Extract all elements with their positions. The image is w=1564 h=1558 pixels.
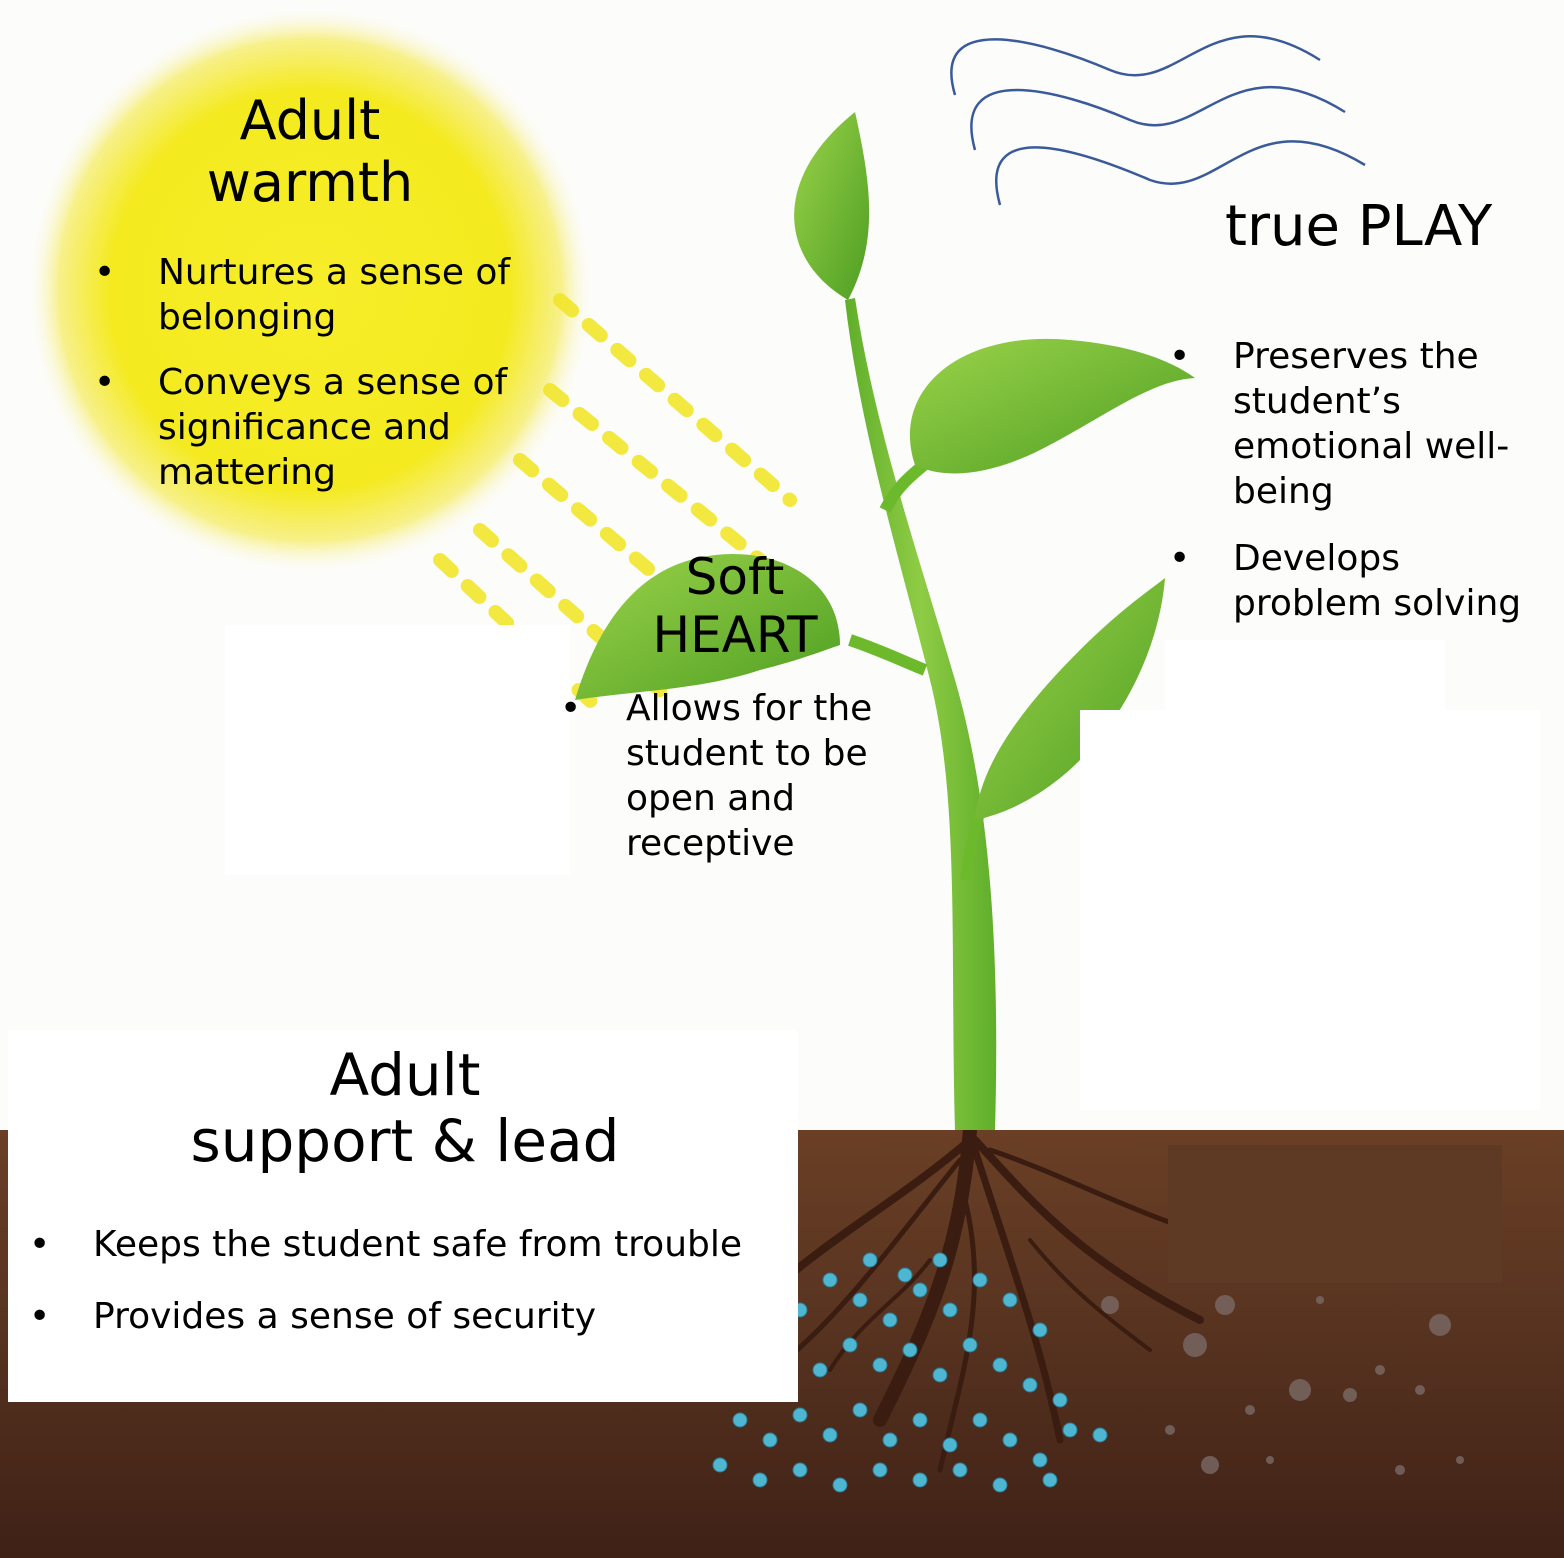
heart-title-line1: Soft [685,548,785,606]
play-bullets: • Preserves the student’s emotional well… [1165,334,1555,626]
heart-bullet-1-line3: open and [626,778,796,819]
support-bullet-2: • Provides a sense of security [25,1294,795,1339]
play-bullet-1-line4: being [1233,471,1334,512]
play-bullet-2: • Develops problem solving [1165,536,1555,626]
soil-particles [1101,1295,1464,1475]
warmth-bullet-1-line1: Nurtures a sense of [158,252,511,293]
warmth-title-line1: Adult [239,89,381,152]
play-bullet-1-line2: student’s [1233,381,1401,422]
bullet-dot: • [94,252,116,293]
warmth-bullet-1-line2: belonging [158,297,337,338]
heart-bullets: • Allows for the student to be open and … [558,686,898,866]
play-bullet-1: • Preserves the student’s emotional well… [1165,334,1555,514]
stem [845,298,997,1130]
wind-lines [950,35,1366,206]
warmth-bullet-2: • Conveys a sense of significance and ma… [90,360,540,495]
warmth-title-line2: warmth [206,151,414,214]
bullet-dot: • [29,1224,51,1265]
play-title: true PLAY [1225,194,1493,259]
leaf-top [794,112,870,300]
leaf-right-upper [909,338,1195,474]
bullet-dot: • [94,362,116,403]
warmth-bullet-2-line1: Conveys a sense of [158,362,508,403]
play-bullet-1-line1: Preserves the [1233,336,1479,377]
play-bullet-2-line1: Develops [1233,538,1400,579]
heart-title: Soft HEART [620,548,850,664]
heart-bullet-1-line2: student to be [626,733,868,774]
warmth-bullet-2-line3: mattering [158,452,336,493]
support-bullet-1-text: Keeps the student safe from trouble [93,1224,743,1265]
leaf-right-lower [975,578,1165,820]
mask-box-right-upper [1165,640,1445,720]
heart-title-line2: HEART [652,606,818,664]
support-bullet-1: • Keeps the student safe from trouble [25,1222,795,1267]
heart-bullet-1: • Allows for the student to be open and … [558,686,898,866]
bullet-dot: • [1169,538,1191,579]
warmth-bullets: • Nurtures a sense of belonging • Convey… [90,250,540,495]
bullet-dot: • [560,688,582,729]
mask-box-support [8,1030,798,1402]
warmth-title: Adult warmth [150,90,470,214]
support-title-line2: support & lead [190,1107,620,1175]
leaf-left [575,553,840,700]
play-bullet-1-line3: emotional well- [1233,426,1510,467]
warmth-bullet-2-line2: significance and [158,407,451,448]
support-bullets: • Keeps the student safe from trouble • … [25,1222,795,1339]
soil-patch [1168,1145,1502,1283]
support-title-line1: Adult [329,1041,481,1109]
heart-bullet-1-line1: Allows for the [626,688,873,729]
play-bullet-2-line2: problem solving [1233,583,1522,624]
mask-box-left [225,625,570,875]
mask-box-right [1080,710,1540,1110]
support-title: Adult support & lead [100,1042,710,1174]
heart-bullet-1-line4: receptive [626,823,795,864]
support-bullet-2-text: Provides a sense of security [93,1296,597,1337]
warmth-bullet-1: • Nurtures a sense of belonging [90,250,540,340]
bullet-dot: • [1169,336,1191,377]
sun [25,5,595,575]
bullet-dot: • [29,1296,51,1337]
